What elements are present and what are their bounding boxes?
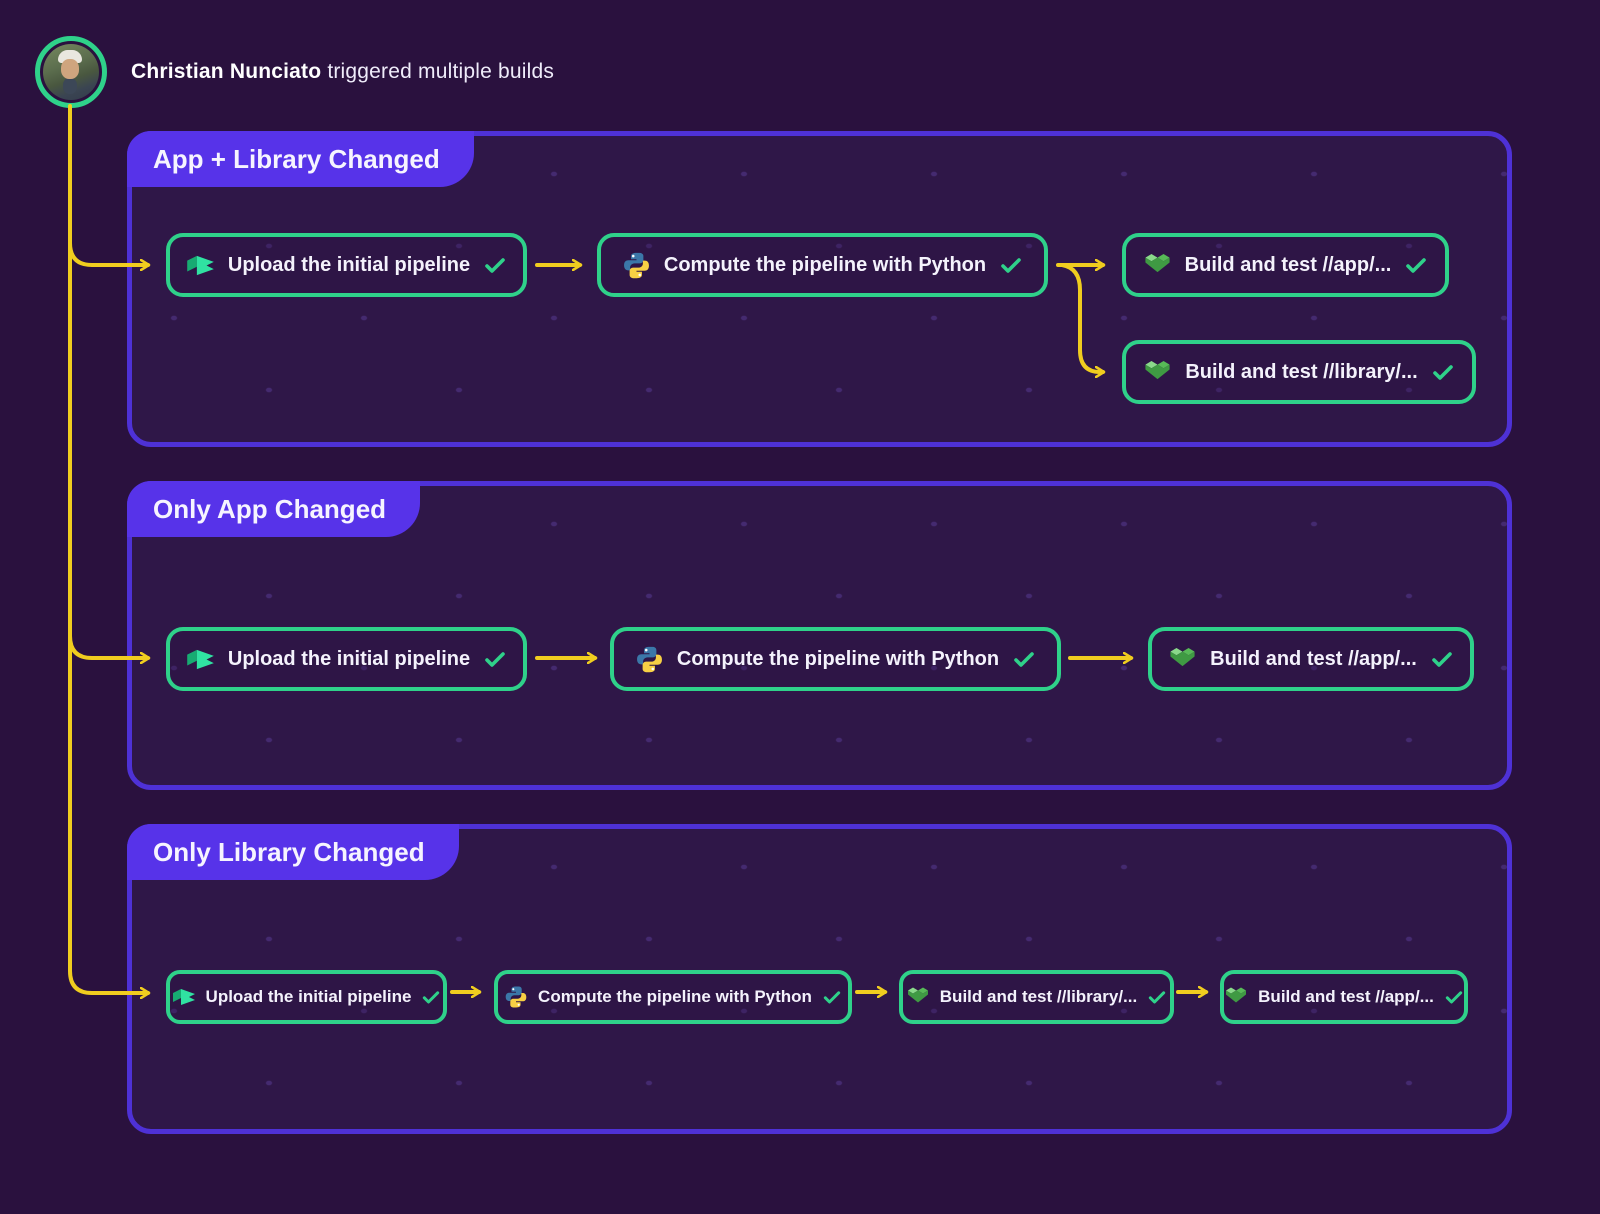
check-icon	[1431, 360, 1455, 384]
step-label: Compute the pipeline with Python	[676, 647, 1000, 670]
step-build-library[interactable]: Build and test //library/...	[1122, 340, 1476, 404]
check-icon	[1012, 647, 1036, 671]
bazel-icon	[906, 985, 930, 1009]
python-icon	[635, 645, 664, 674]
panel-title: Only App Changed	[153, 494, 387, 524]
step-label: Build and test //app/...	[1184, 253, 1392, 276]
step-label: Upload the initial pipeline	[205, 987, 412, 1006]
user-name: Christian Nunciato	[131, 60, 322, 83]
step-label: Build and test //library/...	[1185, 360, 1418, 383]
buildkite-icon	[186, 645, 215, 674]
panel-app-library-changed: App + Library Changed Upload the initial…	[127, 131, 1512, 447]
bazel-icon	[1143, 251, 1172, 280]
step-upload-pipeline[interactable]: Upload the initial pipeline	[166, 627, 527, 691]
panel-tab-app-library: App + Library Changed	[127, 131, 474, 187]
buildkite-icon	[186, 251, 215, 280]
step-label: Upload the initial pipeline	[227, 647, 471, 670]
step-label: Build and test //app/...	[1258, 987, 1434, 1006]
panel-only-library-changed: Only Library Changed Upload the initial …	[127, 824, 1512, 1134]
step-compute-python[interactable]: Compute the pipeline with Python	[610, 627, 1061, 691]
check-icon	[483, 647, 507, 671]
step-upload-pipeline[interactable]: Upload the initial pipeline	[166, 233, 527, 297]
python-icon	[622, 251, 651, 280]
avatar[interactable]	[35, 36, 107, 108]
check-icon	[1444, 987, 1464, 1007]
step-label: Build and test //library/...	[939, 987, 1138, 1006]
panel-title: App + Library Changed	[153, 144, 440, 174]
check-icon	[822, 987, 842, 1007]
build-trigger-text: Christian Nunciato triggered multiple bu…	[131, 60, 554, 84]
bazel-icon	[1168, 645, 1197, 674]
check-icon	[483, 253, 507, 277]
step-label: Upload the initial pipeline	[227, 253, 471, 276]
panel-only-app-changed: Only App Changed Upload the initial pipe…	[127, 481, 1512, 790]
step-label: Compute the pipeline with Python	[538, 987, 812, 1006]
buildkite-icon	[172, 985, 196, 1009]
trigger-suffix: triggered multiple builds	[321, 60, 555, 83]
check-icon	[1147, 987, 1167, 1007]
check-icon	[1430, 647, 1454, 671]
step-compute-python[interactable]: Compute the pipeline with Python	[494, 970, 852, 1024]
check-icon	[999, 253, 1023, 277]
bazel-icon	[1143, 358, 1172, 387]
panel-tab-only-library: Only Library Changed	[127, 824, 459, 880]
panel-tab-only-app: Only App Changed	[127, 481, 421, 537]
step-build-app[interactable]: Build and test //app/...	[1122, 233, 1449, 297]
check-icon	[421, 987, 441, 1007]
step-upload-pipeline[interactable]: Upload the initial pipeline	[166, 970, 447, 1024]
python-icon	[504, 985, 528, 1009]
step-build-library[interactable]: Build and test //library/...	[899, 970, 1174, 1024]
step-build-app[interactable]: Build and test //app/...	[1148, 627, 1474, 691]
avatar-photo	[43, 44, 99, 100]
step-label: Build and test //app/...	[1210, 647, 1417, 670]
step-build-app[interactable]: Build and test //app/...	[1220, 970, 1468, 1024]
panel-title: Only Library Changed	[153, 837, 425, 867]
bazel-icon	[1224, 985, 1248, 1009]
check-icon	[1404, 253, 1428, 277]
build-header: Christian Nunciato triggered multiple bu…	[35, 36, 554, 108]
step-label: Compute the pipeline with Python	[663, 253, 987, 276]
step-compute-python[interactable]: Compute the pipeline with Python	[597, 233, 1048, 297]
